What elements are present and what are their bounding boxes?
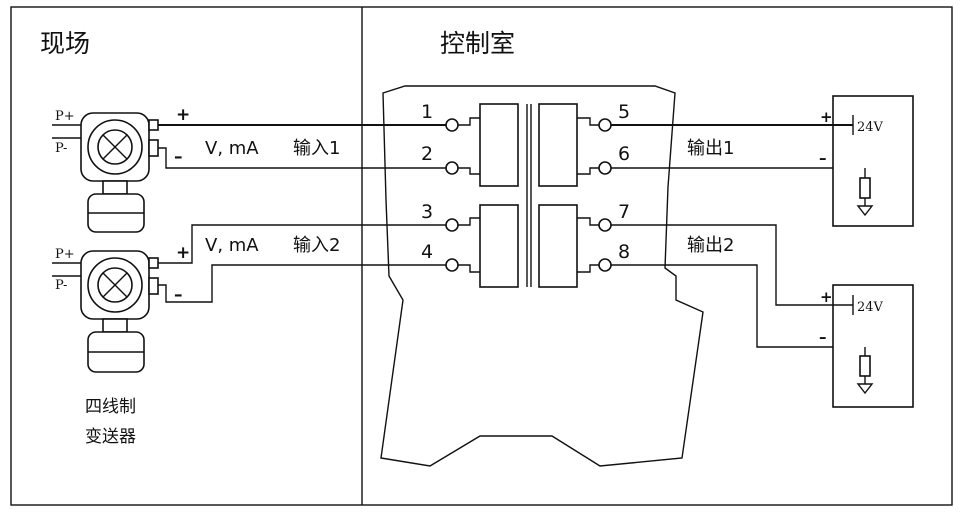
terminal-5-label: 5 bbox=[618, 101, 630, 123]
wire-output-2-plus bbox=[611, 224, 843, 306]
transmitter-1-icon bbox=[80, 112, 159, 233]
terminal-7 bbox=[598, 218, 612, 232]
terminal-1-label: 1 bbox=[421, 101, 433, 123]
wire-input-2-plus bbox=[158, 224, 446, 264]
transmitter-1-p-minus: P- bbox=[55, 141, 67, 156]
output-1-label: 输出1 bbox=[687, 138, 734, 159]
field-zone-title: 现场 bbox=[40, 29, 90, 58]
wire-input-2-minus bbox=[158, 264, 446, 303]
receiver-2-plus: + bbox=[820, 288, 833, 306]
transmitter-2-minus: – bbox=[174, 285, 183, 305]
transformer-1-right bbox=[538, 103, 578, 187]
receiver-1-ground-icon bbox=[856, 205, 874, 217]
transmitter-2-icon bbox=[80, 250, 159, 373]
terminal-2 bbox=[445, 161, 459, 175]
terminal-5 bbox=[598, 118, 612, 132]
terminal-6 bbox=[598, 161, 612, 175]
terminal-3 bbox=[445, 218, 459, 232]
signal-2-label: V, mA bbox=[205, 235, 259, 256]
terminal-4-label: 4 bbox=[421, 241, 433, 263]
transformer-2-left bbox=[479, 204, 519, 288]
transmitter-1-p-plus: P+ bbox=[55, 109, 75, 124]
transmitter-2-plus: + bbox=[176, 243, 190, 263]
transmitter-2-p-plus: P+ bbox=[55, 247, 75, 262]
wire-input-1-minus bbox=[158, 147, 446, 169]
output-2-label: 输出2 bbox=[687, 235, 734, 256]
transmitter-2-p-minus: P- bbox=[55, 278, 67, 293]
terminal-3-label: 3 bbox=[421, 201, 433, 223]
terminal-1 bbox=[445, 118, 459, 132]
terminal-8-label: 8 bbox=[618, 241, 630, 263]
receiver-2-supply: 24V bbox=[857, 300, 884, 315]
input-2-label: 输入2 bbox=[293, 235, 340, 256]
terminal-7-label: 7 bbox=[618, 201, 630, 223]
receiver-2-ground-icon bbox=[856, 383, 874, 395]
transmitter-caption-line-2: 变送器 bbox=[85, 427, 136, 447]
transmitter-caption-line-1: 四线制 bbox=[85, 397, 136, 417]
receiver-1-plus: + bbox=[820, 108, 833, 126]
transmitter-2: P+ P- + – V, mA 输入2 bbox=[52, 235, 340, 373]
outer-frame bbox=[10, 6, 953, 506]
receiver-1-supply: 24V bbox=[857, 120, 884, 135]
control-room-title: 控制室 bbox=[440, 29, 515, 58]
transmitter-1: P+ P- + – V, mA 输入1 bbox=[52, 105, 340, 233]
input-1-label: 输入1 bbox=[293, 138, 340, 159]
signal-1-label: V, mA bbox=[205, 138, 259, 159]
terminal-6-label: 6 bbox=[618, 143, 630, 165]
isolator-module: 1 2 3 4 5 6 7 8 bbox=[380, 85, 704, 467]
transformer-1-left bbox=[479, 103, 519, 187]
transformer-2-right bbox=[538, 204, 578, 288]
receiver-2-minus: – bbox=[819, 328, 827, 346]
transmitter-1-minus: – bbox=[174, 147, 183, 167]
terminal-4 bbox=[445, 258, 459, 272]
transmitter-1-plus: + bbox=[176, 105, 190, 125]
receiver-1-minus: – bbox=[819, 149, 827, 167]
terminal-2-label: 2 bbox=[421, 143, 433, 165]
terminal-8 bbox=[598, 258, 612, 272]
receiver-2: 24V + – bbox=[819, 284, 914, 408]
receiver-1: 24V + – bbox=[819, 95, 914, 227]
